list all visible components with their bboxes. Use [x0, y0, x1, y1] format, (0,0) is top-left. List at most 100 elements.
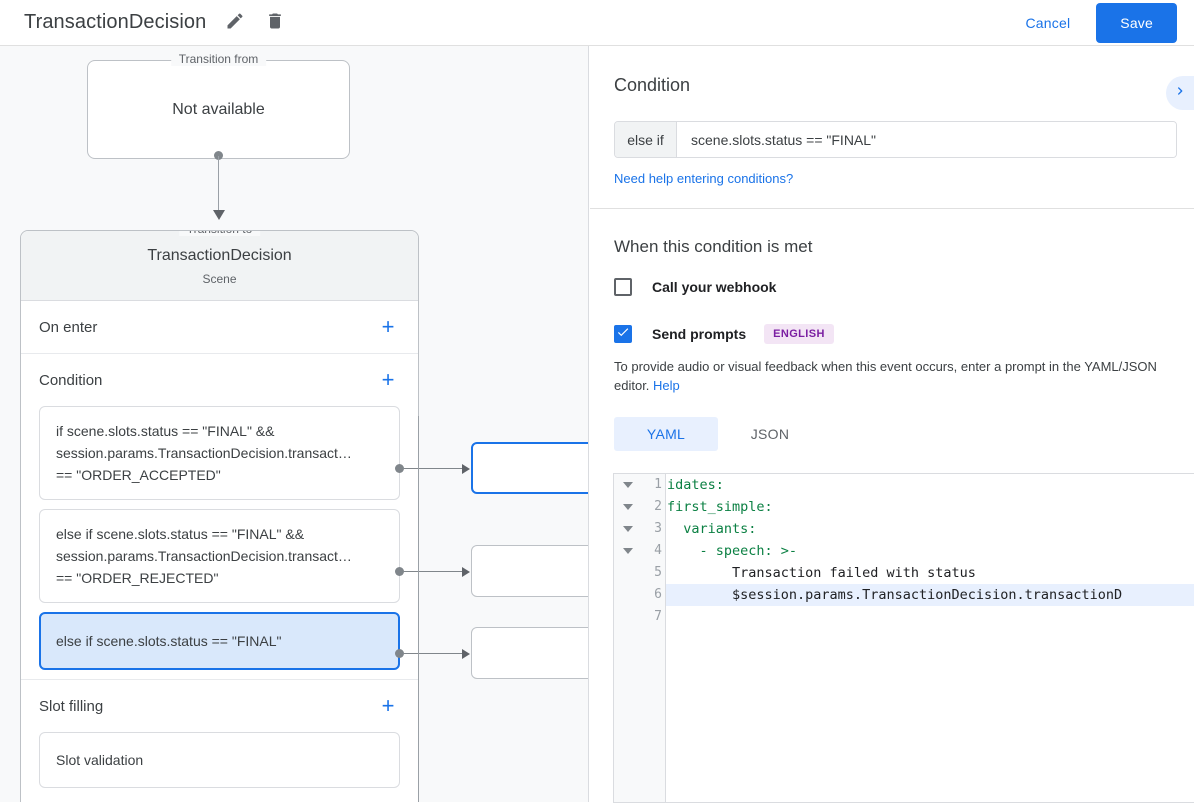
code-text: - speech: >-	[667, 543, 798, 559]
condition-card-2[interactable]: else if scene.slots.status == "FINAL" &&…	[39, 509, 400, 603]
connector-arrow-down	[213, 210, 225, 220]
condition-3-arrow	[462, 649, 470, 659]
condition-card-3-line1: else if scene.slots.status == "FINAL"	[56, 633, 282, 649]
condition-card-2-line3: == "ORDER_REJECTED"	[56, 570, 219, 586]
delete-button[interactable]	[260, 8, 290, 38]
send-prompts-checkbox[interactable]	[614, 325, 632, 343]
connector-line-vertical	[218, 156, 219, 212]
code-line-highlight	[666, 584, 1194, 606]
target-node-1[interactable]	[471, 442, 588, 494]
code-text: first_simple:	[667, 499, 773, 515]
call-webhook-row[interactable]: Call your webhook	[614, 278, 1170, 296]
scene-name: TransactionDecision	[147, 247, 292, 264]
target-node-2[interactable]	[471, 545, 588, 597]
condition-help-link[interactable]: Need help entering conditions?	[614, 171, 794, 186]
fold-arrow-icon[interactable]	[623, 526, 633, 532]
code-text: variants:	[667, 521, 757, 537]
condition-card-3[interactable]: else if scene.slots.status == "FINAL"	[39, 612, 400, 670]
panel-title: Condition	[614, 75, 691, 95]
condition-card-1-line1: if scene.slots.status == "FINAL" &&	[56, 423, 275, 439]
on-enter-title: On enter	[39, 318, 98, 336]
transition-from-legend: Transition from	[170, 52, 267, 66]
checkmark-icon	[616, 325, 630, 344]
condition-card-1-line2: session.params.TransactionDecision.trans…	[56, 445, 352, 461]
code-line-5[interactable]: 5 Transaction failed with status	[614, 562, 1194, 584]
add-slot-filling-button[interactable]: +	[381, 693, 395, 718]
send-prompts-row[interactable]: Send prompts ENGLISH	[614, 324, 1170, 344]
code-text: idates:	[667, 477, 724, 493]
add-condition-button[interactable]: +	[381, 367, 395, 392]
panel-divider	[590, 208, 1194, 209]
prompts-help-link[interactable]: Help	[653, 378, 680, 393]
code-line-7[interactable]: 7	[614, 606, 1194, 628]
fold-arrow-icon[interactable]	[623, 504, 633, 510]
condition-card-1[interactable]: if scene.slots.status == "FINAL" && sess…	[39, 406, 400, 500]
condition-editor-row[interactable]: else if	[614, 121, 1177, 158]
panel-actions-section: When this condition is met Call your web…	[590, 209, 1194, 451]
condition-card-1-line3: == "ORDER_ACCEPTED"	[56, 467, 221, 483]
section-on-enter: On enter +	[21, 301, 418, 354]
language-badge: ENGLISH	[764, 324, 834, 344]
code-line-6[interactable]: 6 $session.params.TransactionDecision.tr…	[614, 584, 1194, 606]
scene-header: TransactionDecision Scene	[21, 231, 418, 301]
fold-arrow-icon[interactable]	[623, 548, 633, 554]
condition-3-edge	[404, 653, 466, 654]
line-number: 5	[654, 565, 662, 580]
cancel-button[interactable]: Cancel	[1014, 6, 1083, 40]
add-on-enter-button[interactable]: +	[381, 314, 395, 339]
section-slot-filling: Slot filling + Slot validation	[21, 680, 418, 788]
condition-card-2-line1: else if scene.slots.status == "FINAL" &&	[56, 526, 305, 542]
slot-filling-title: Slot filling	[39, 697, 104, 715]
graph-bus-line	[418, 416, 419, 802]
line-number: 4	[654, 543, 662, 558]
condition-3-output-dot	[395, 649, 404, 658]
fold-arrow-icon[interactable]	[623, 482, 633, 488]
condition-card-2-line2: session.params.TransactionDecision.trans…	[56, 548, 352, 564]
chevron-right-icon	[1172, 83, 1188, 104]
panel-condition-section: Condition else if Need help entering con…	[590, 46, 1194, 188]
pencil-icon	[225, 11, 245, 34]
collapse-panel-button[interactable]	[1166, 76, 1194, 110]
editor-line-number-gutter	[644, 474, 666, 802]
line-number: 7	[654, 609, 662, 624]
target-node-3[interactable]	[471, 627, 588, 679]
condition-title: Condition	[39, 371, 103, 389]
code-line-4[interactable]: 4 - speech: >-	[614, 540, 1194, 562]
condition-1-output-dot	[395, 464, 404, 473]
tab-yaml[interactable]: YAML	[614, 417, 718, 451]
condition-1-edge	[404, 468, 466, 469]
send-prompts-label: Send prompts	[652, 326, 747, 342]
scene-type: Scene	[202, 272, 237, 286]
condition-prefix-label: else if	[615, 122, 677, 157]
edit-name-button[interactable]	[220, 8, 250, 38]
code-text: Transaction failed with status	[667, 565, 976, 581]
prompts-description-text: To provide audio or visual feedback when…	[614, 359, 1157, 393]
transition-from-node[interactable]: Transition from Not available	[87, 52, 350, 159]
transition-from-value: Not available	[172, 100, 265, 118]
code-line-1[interactable]: 1 idates:	[614, 474, 1194, 496]
top-app-bar: TransactionDecision Cancel Save	[0, 0, 1194, 46]
trash-icon	[265, 11, 285, 34]
call-webhook-checkbox[interactable]	[614, 278, 632, 296]
line-number: 3	[654, 521, 662, 536]
transition-to-legend: Transition to	[178, 231, 261, 236]
tab-json[interactable]: JSON	[750, 426, 790, 442]
line-number: 2	[654, 499, 662, 514]
condition-expression-input[interactable]	[677, 122, 1176, 157]
condition-2-output-dot	[395, 567, 404, 576]
line-number: 1	[654, 477, 662, 492]
editor-format-tabs: YAML JSON	[614, 417, 1170, 451]
section-condition: Condition + if scene.slots.status == "FI…	[21, 354, 418, 680]
code-line-3[interactable]: 3 variants:	[614, 518, 1194, 540]
scene-graph-canvas[interactable]: Transition from Not available Transition…	[0, 46, 589, 802]
slot-validation-card[interactable]: Slot validation	[39, 732, 400, 788]
save-button[interactable]: Save	[1096, 2, 1177, 43]
code-line-2[interactable]: 2 first_simple:	[614, 496, 1194, 518]
transition-to-node[interactable]: Transition to TransactionDecision Scene …	[20, 230, 419, 802]
when-condition-met-heading: When this condition is met	[614, 237, 813, 256]
condition-2-arrow	[462, 567, 470, 577]
condition-2-edge	[404, 571, 466, 572]
line-number: 6	[654, 587, 662, 602]
